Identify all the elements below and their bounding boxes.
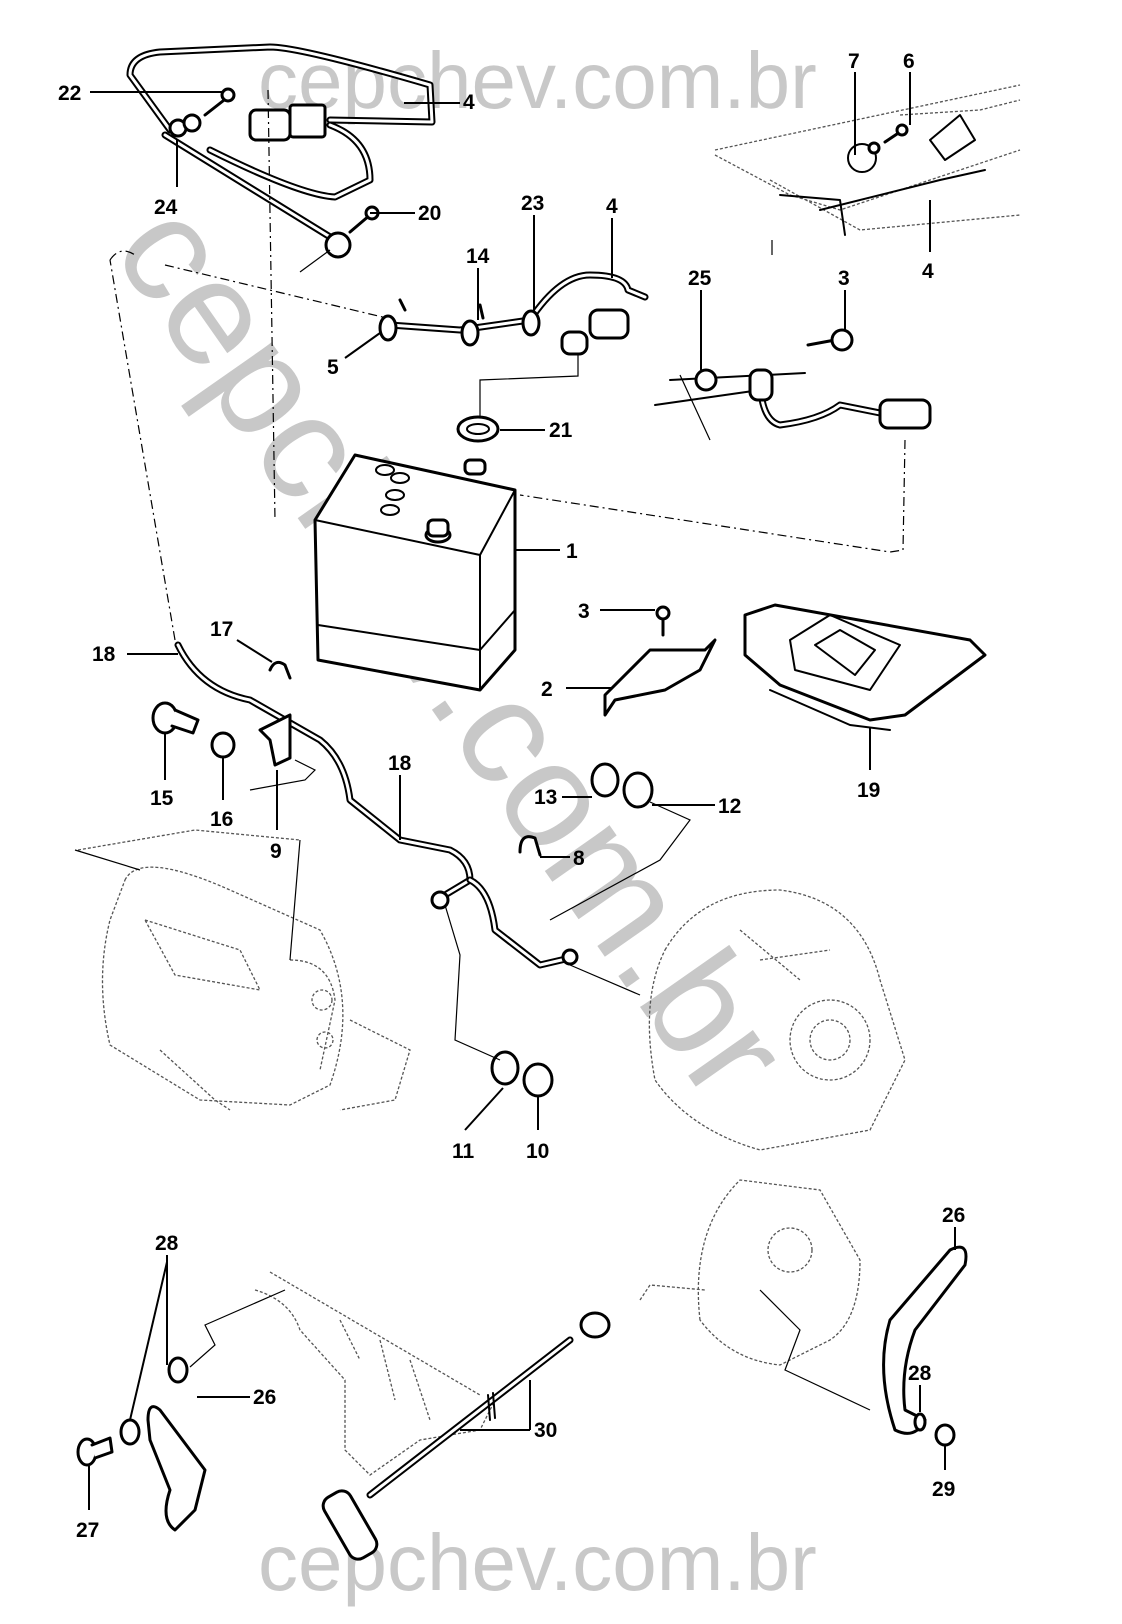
battery-illustration: [313, 453, 517, 692]
callout-13: 13: [534, 786, 557, 809]
callout-14: 14: [466, 245, 490, 268]
callout-28-left: 28: [155, 1232, 179, 1255]
negative-cable-assembly: [519, 328, 932, 553]
callout-28-right: 28: [908, 1362, 932, 1385]
frame-rail-illustration: [189, 1271, 496, 1476]
callout-26-left: 26: [253, 1386, 276, 1409]
ground-strap-left: [76, 1356, 207, 1532]
hold-down-clamp: [603, 605, 717, 717]
callout-30: 30: [534, 1419, 557, 1442]
ground-cable: [321, 1311, 611, 1561]
callout-27: 27: [76, 1519, 99, 1542]
positive-cable-assembly: [126, 43, 436, 521]
callout-21: 21: [549, 419, 573, 442]
callout-25: 25: [688, 267, 712, 290]
callout-23: 23: [521, 192, 544, 215]
felt-washer: [456, 415, 500, 443]
callout-15: 15: [150, 787, 174, 810]
transmission-illustration: [639, 1179, 871, 1411]
callout-12: 12: [718, 795, 741, 818]
callout-7: 7: [848, 50, 860, 73]
watermark-top: cepchev.com.br: [258, 36, 817, 125]
callout-16: 16: [210, 808, 233, 831]
callout-4-harness: 4: [606, 195, 618, 218]
callout-24: 24: [154, 196, 178, 219]
callout-29: 29: [932, 1478, 955, 1501]
bracket-hardware: [151, 701, 317, 791]
starter-motor-illustration: [74, 829, 411, 1111]
callout-10: 10: [526, 1140, 549, 1163]
callout-11: 11: [452, 1140, 475, 1163]
callout-5: 5: [327, 356, 339, 379]
callout-6: 6: [903, 50, 915, 73]
callout-2: 2: [541, 678, 553, 701]
callout-1: 1: [566, 540, 578, 563]
callout-18-mid: 18: [388, 752, 412, 775]
alternator-illustration: [569, 889, 906, 1151]
harness-clips: [164, 264, 649, 420]
callout-9: 9: [270, 840, 282, 863]
battery-tray: [743, 603, 987, 731]
callout-18-left: 18: [92, 643, 116, 666]
callout-19: 19: [857, 779, 880, 802]
callout-3-mid: 3: [578, 600, 590, 623]
body-panel-illustration: [714, 84, 1021, 255]
callout-22: 22: [58, 82, 81, 105]
ground-strap-right: [882, 1245, 968, 1447]
callout-17: 17: [210, 618, 233, 641]
callout-4-top: 4: [463, 91, 475, 114]
alternator-cable: [109, 250, 579, 969]
callout-26-right: 26: [942, 1204, 965, 1227]
callout-labels: 22 4 24 20 7 6 4 23 4 14 5 25 3 21 1 17 …: [58, 50, 965, 1542]
callout-20: 20: [418, 202, 441, 225]
callout-8: 8: [573, 847, 585, 870]
callout-leaders: [88, 72, 956, 1510]
callout-3-top: 3: [838, 267, 850, 290]
callout-4-right: 4: [922, 260, 934, 283]
